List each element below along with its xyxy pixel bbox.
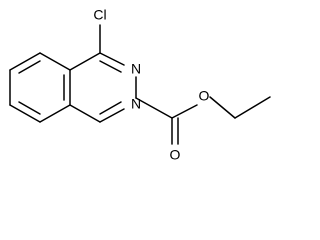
ester-group	[135, 96, 271, 145]
ester-oxygen-atom-label: O	[199, 88, 210, 104]
nitrogen-1-atom-label: N	[131, 96, 141, 112]
nitrogen-3-atom-label: N	[131, 61, 141, 77]
structure-diagram: Cl N N O O	[9, 7, 271, 163]
chlorine-atom-label: Cl	[93, 7, 106, 23]
benzene-ring	[9, 52, 71, 123]
carbonyl-oxygen-atom-label: O	[170, 147, 181, 163]
pyrimidine-ring	[69, 52, 137, 123]
